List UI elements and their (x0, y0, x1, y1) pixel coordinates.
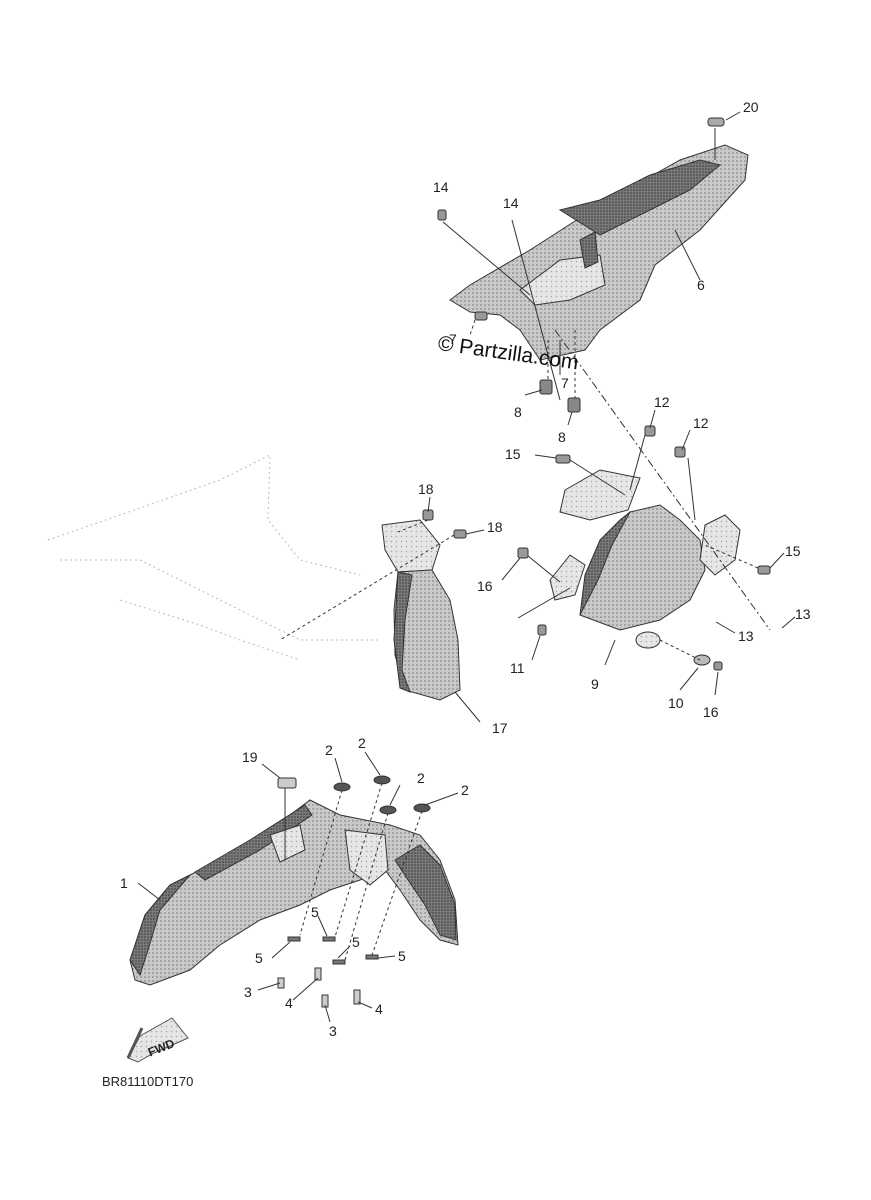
diagram-code: BR81110DT170 (102, 1074, 193, 1089)
forward-arrow-icon: FWD (126, 1017, 189, 1063)
callout-8: 8 (558, 429, 566, 445)
callout-12: 12 (654, 394, 670, 410)
callout-20: 20 (743, 99, 759, 115)
callout-15: 15 (505, 446, 521, 462)
callout-14: 14 (433, 179, 449, 195)
callout-16: 16 (477, 578, 493, 594)
callout-13: 13 (738, 628, 754, 644)
hardware (277, 117, 771, 1008)
callout-18: 18 (418, 481, 434, 497)
callout-16: 16 (703, 704, 719, 720)
callout-5: 5 (255, 950, 263, 966)
rear-fender-part-6 (449, 144, 749, 361)
callout-10: 10 (668, 695, 684, 711)
callout-18: 18 (487, 519, 503, 535)
callout-2: 2 (461, 782, 469, 798)
callout-19: 19 (242, 749, 258, 765)
callout-12: 12 (693, 415, 709, 431)
callout-5: 5 (352, 934, 360, 950)
callout-labels: 20 6 14 14 7 7 8 8 12 12 15 15 18 18 16 … (120, 99, 811, 1039)
callout-9: 9 (591, 676, 599, 692)
callout-14: 14 (503, 195, 519, 211)
callout-3: 3 (329, 1023, 337, 1039)
callout-6: 6 (697, 277, 705, 293)
callout-11: 11 (510, 660, 525, 676)
callout-2: 2 (417, 770, 425, 786)
mud-flap-part-17 (381, 519, 461, 701)
callout-8: 8 (514, 404, 522, 420)
callout-7: 7 (449, 331, 457, 347)
callout-17: 17 (492, 720, 508, 736)
front-fender-part-1 (129, 799, 459, 986)
callout-7: 7 (561, 375, 569, 391)
callout-5: 5 (398, 948, 406, 964)
callout-2: 2 (325, 742, 333, 758)
callout-3: 3 (244, 984, 252, 1000)
callout-15: 15 (785, 543, 801, 559)
leader-lines (137, 111, 796, 1023)
frame-ghost-outline (47, 454, 380, 661)
callout-13: 13 (795, 606, 811, 622)
callout-2: 2 (358, 735, 366, 751)
inner-fender-part-9 (549, 469, 741, 649)
callout-1: 1 (120, 875, 128, 891)
callout-4: 4 (375, 1001, 383, 1017)
callout-5: 5 (311, 904, 319, 920)
callout-4: 4 (285, 995, 293, 1011)
